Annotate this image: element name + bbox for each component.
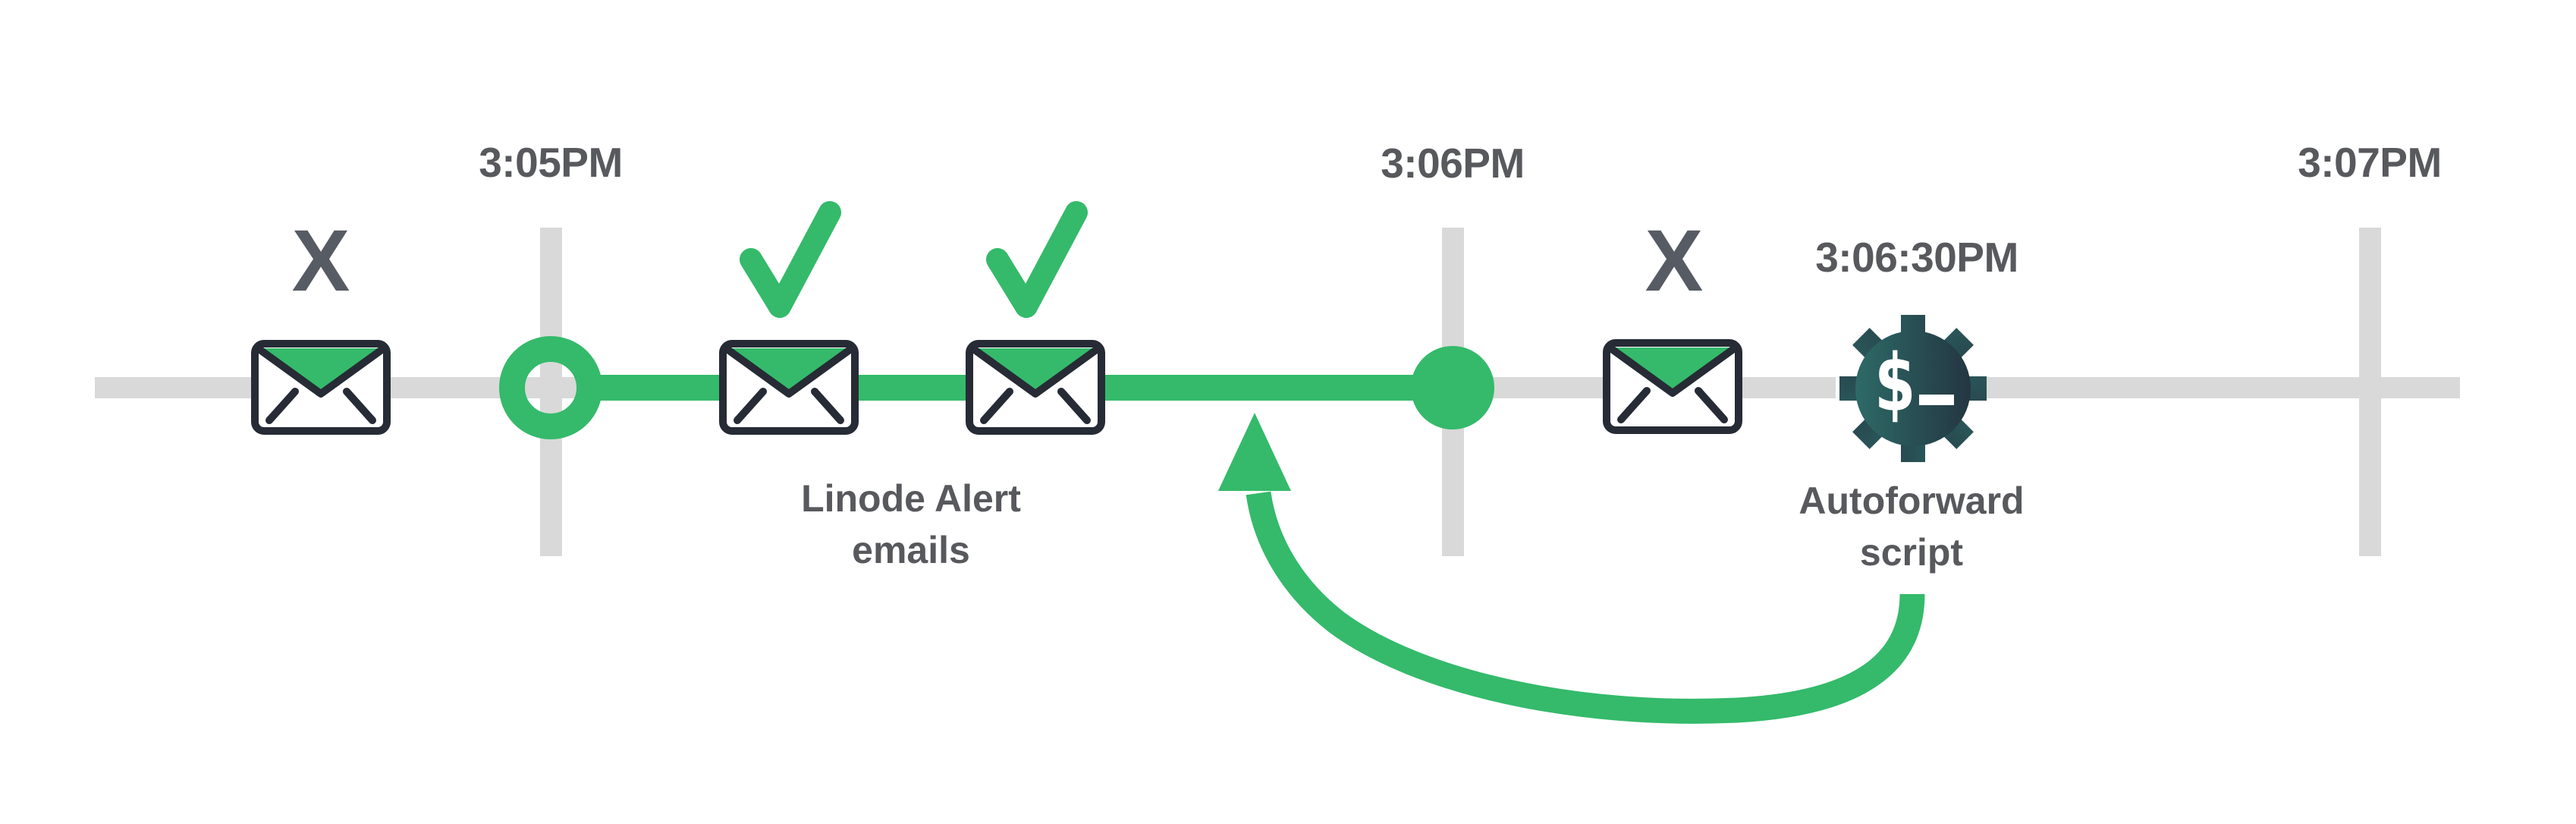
caption-linode-alert-emails: Linode Alert emails bbox=[801, 473, 1021, 576]
envelope-icon-alert-2 bbox=[969, 344, 1101, 431]
window-end-dot bbox=[1411, 346, 1494, 429]
time-label-3-06pm: 3:06PM bbox=[1381, 140, 1525, 187]
gear-terminal-icon: $ bbox=[1839, 315, 1987, 462]
check-icon-2 bbox=[986, 201, 1088, 318]
time-label-3-07pm: 3:07PM bbox=[2298, 139, 2442, 186]
arrowhead bbox=[1218, 413, 1291, 491]
caption-line: Autoforward bbox=[1798, 480, 2025, 522]
envelope-icon-missed-late bbox=[1607, 343, 1739, 430]
dollar-sign-glyph: $ bbox=[1874, 338, 1915, 429]
caption-line: script bbox=[1859, 531, 1964, 574]
timeline-track-right bbox=[1985, 377, 2460, 398]
time-label-3-06-30pm: 3:06:30PM bbox=[1815, 234, 2018, 281]
terminal-underscore-glyph bbox=[1919, 395, 1954, 405]
caption-line: Linode Alert bbox=[801, 477, 1021, 520]
x-icon-right: X bbox=[1645, 212, 1704, 310]
time-label-3-05pm: 3:05PM bbox=[479, 139, 623, 186]
curved-arrow-up-icon bbox=[1218, 413, 1925, 724]
x-icon-left: X bbox=[292, 212, 350, 310]
window-start-circle bbox=[499, 336, 602, 439]
check-icon-1 bbox=[740, 201, 841, 318]
caption-autoforward-script: Autoforward script bbox=[1798, 475, 2024, 578]
envelope-icon-alert-1 bbox=[723, 344, 855, 431]
caption-line: emails bbox=[852, 529, 970, 571]
envelope-icon-missed-early bbox=[255, 344, 387, 431]
